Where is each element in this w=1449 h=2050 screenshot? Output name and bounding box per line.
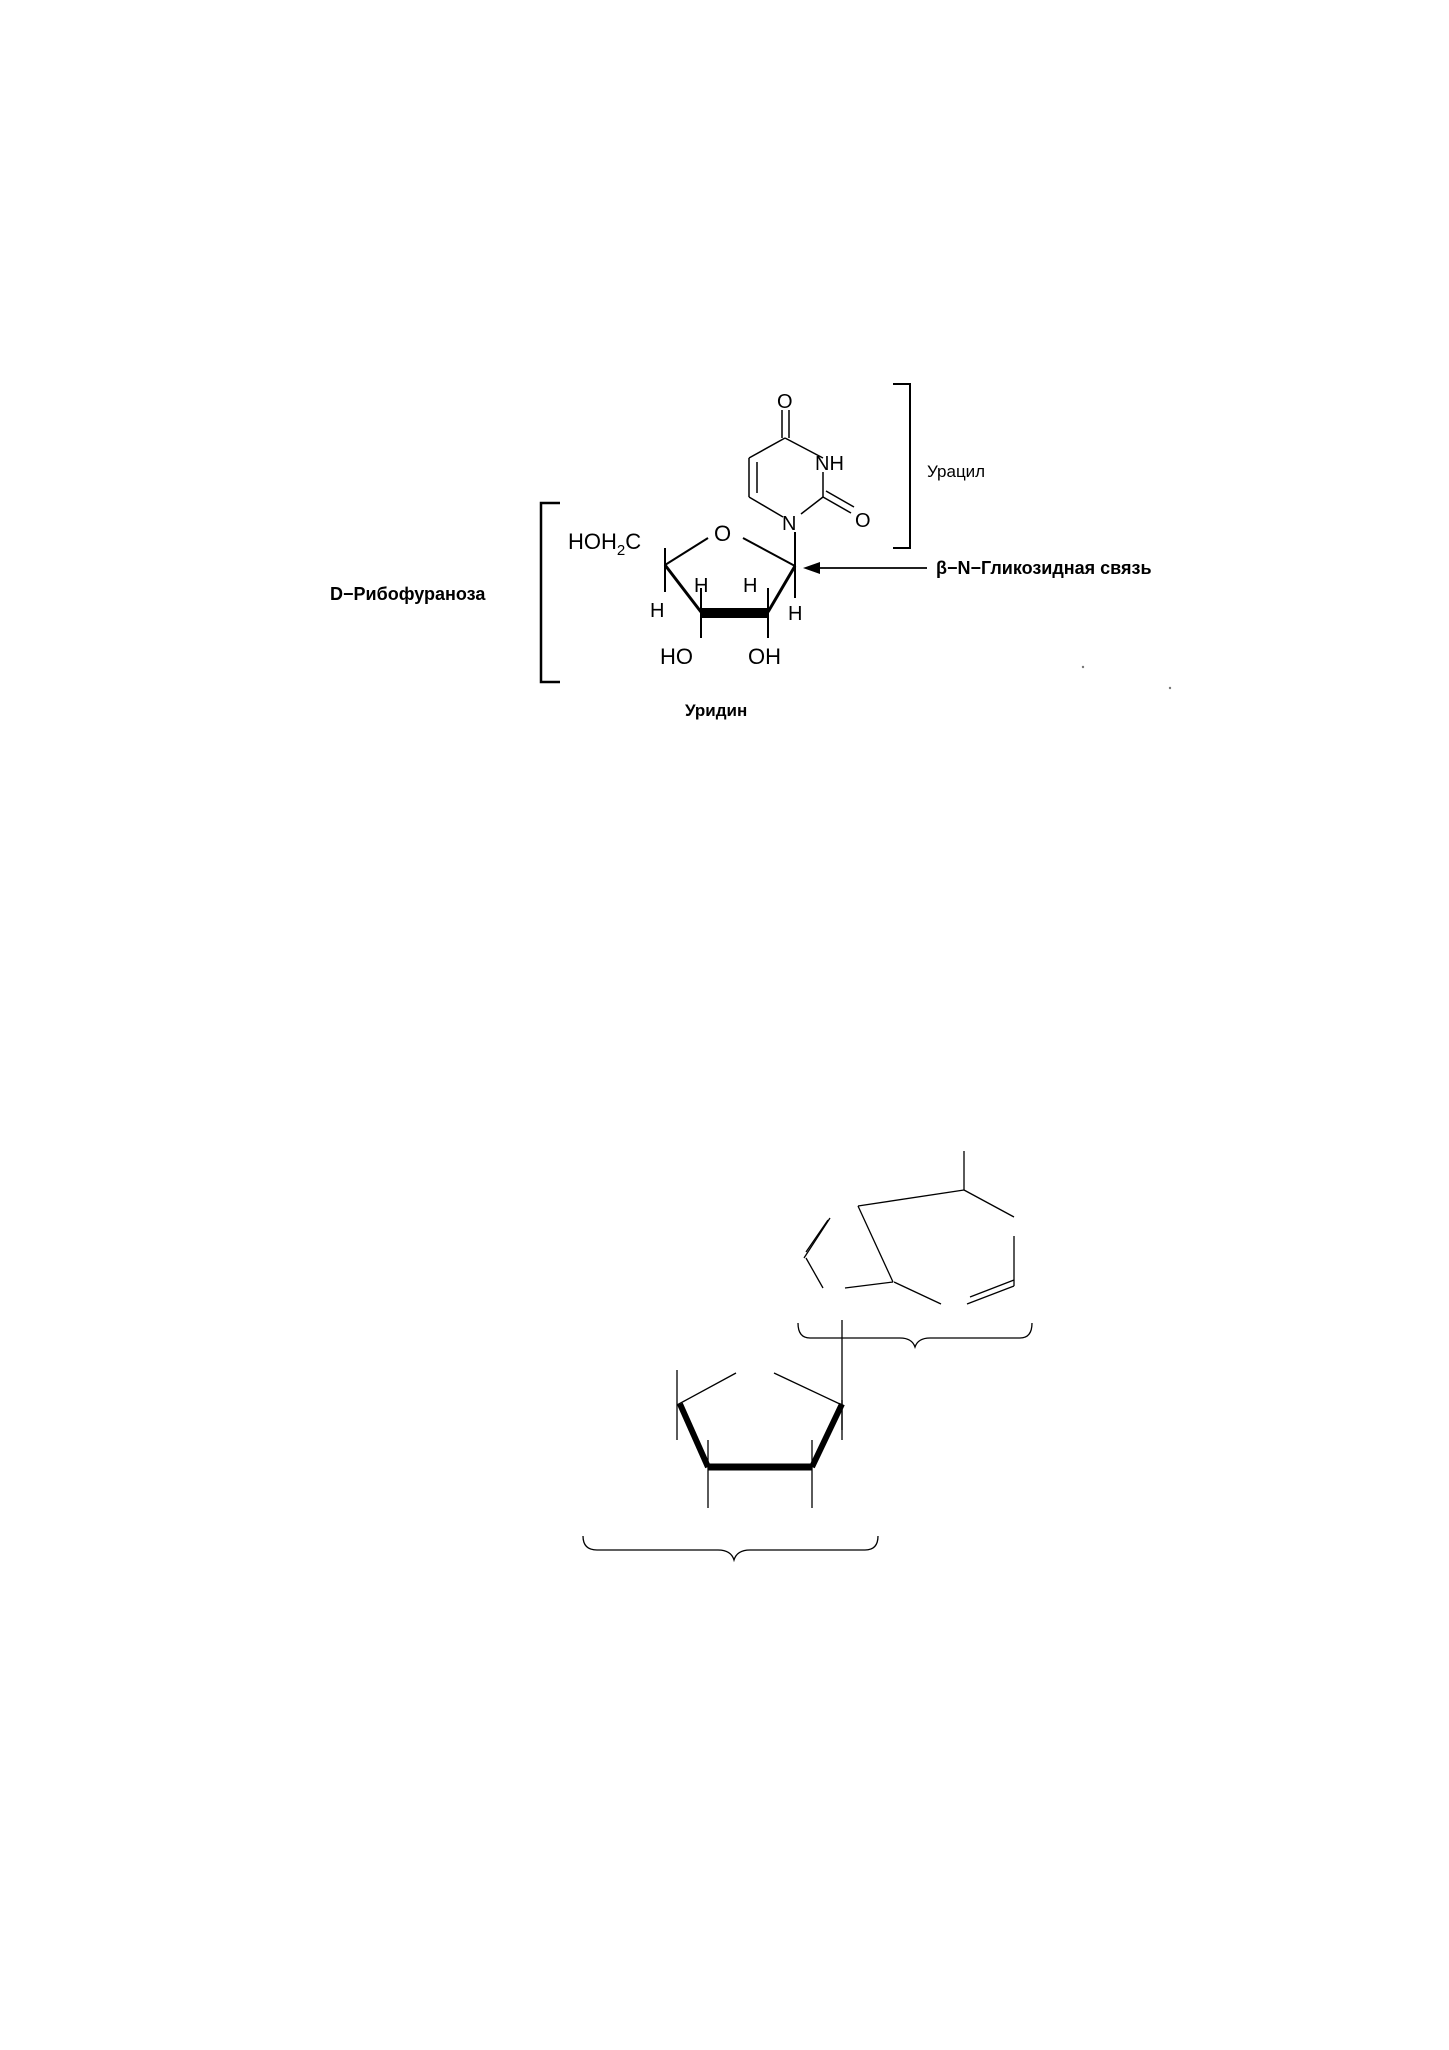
atom-labels: HOH2C O N NH O O H H H H HO OH [568, 391, 871, 669]
glycosidic-bond-label: β−N−Гликозидная связь [936, 558, 1152, 578]
ribose-ring [663, 532, 797, 638]
nh-label: NH [815, 453, 844, 475]
blank-sugar-bracket [582, 1535, 879, 1563]
uracil-bracket [893, 383, 911, 549]
uracil-ring [748, 410, 855, 518]
ribose-label: D−Рибофураноза [330, 584, 486, 604]
c3-hydrogen-label: H [694, 575, 708, 597]
glycosidic-bond-arrow [803, 562, 927, 574]
oxygen-top-label: O [777, 391, 793, 413]
blank-base-rings [803, 1151, 1015, 1305]
uridine-name-label: Уридин [685, 701, 747, 720]
c1-hydrogen-label: H [788, 603, 802, 625]
uracil-label: Урацил [927, 462, 985, 481]
c2-hydroxyl-label: OH [748, 644, 781, 669]
blank-sugar-ring [676, 1370, 845, 1508]
oxygen-right-label: O [855, 510, 871, 532]
blank-nucleoside-diagram [582, 1151, 1033, 1563]
c3-hydroxyl-label: HO [660, 644, 693, 669]
scan-specks [1081, 665, 1172, 690]
ring-oxygen-label: O [714, 521, 731, 546]
uridine-diagram: D−Рибофураноза Урацил β−N−Гликозидная св… [330, 383, 1172, 720]
ring-nitrogen-label: N [782, 513, 796, 535]
c2-hydrogen-label: H [743, 575, 757, 597]
c4-hydrogen-label: H [650, 600, 664, 622]
blank-base-bracket [797, 1322, 1033, 1350]
hoh2c-label: HOH2C [568, 529, 641, 559]
ribose-bracket [539, 501, 560, 684]
